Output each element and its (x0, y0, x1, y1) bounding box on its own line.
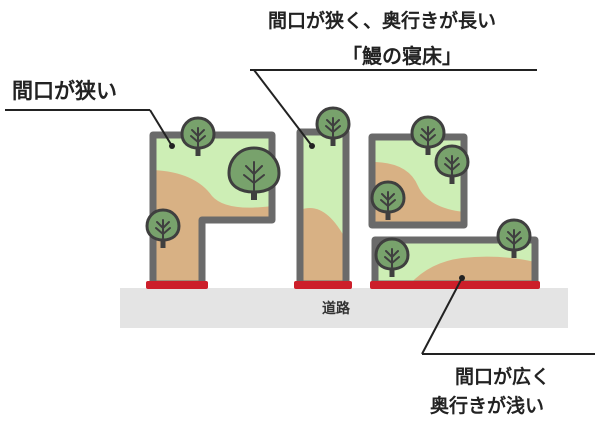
label-shallow-depth: 奥行きが浅い (430, 395, 545, 417)
soil-area (410, 256, 535, 284)
frontage-mark (294, 281, 352, 289)
label-wide-frontage: 間口が広く (455, 366, 551, 388)
frontage-mark (370, 281, 540, 289)
leader-line-bottom-right (421, 275, 595, 355)
frontage-mark (146, 281, 208, 289)
label-narrow-frontage: 間口が狭い (12, 79, 117, 103)
label-eel-bed-title: 「鰻の寝床」 (342, 44, 462, 68)
road-label: 道路 (322, 301, 350, 317)
label-eel-bed-description: 間口が狭く、奥行きが長い (268, 10, 497, 32)
soil-area (300, 208, 346, 284)
leader-line-left (5, 109, 175, 149)
leader-line-top (250, 69, 537, 149)
soil-area (153, 170, 272, 284)
lot-eel-bed (294, 128, 352, 289)
road (120, 288, 568, 328)
